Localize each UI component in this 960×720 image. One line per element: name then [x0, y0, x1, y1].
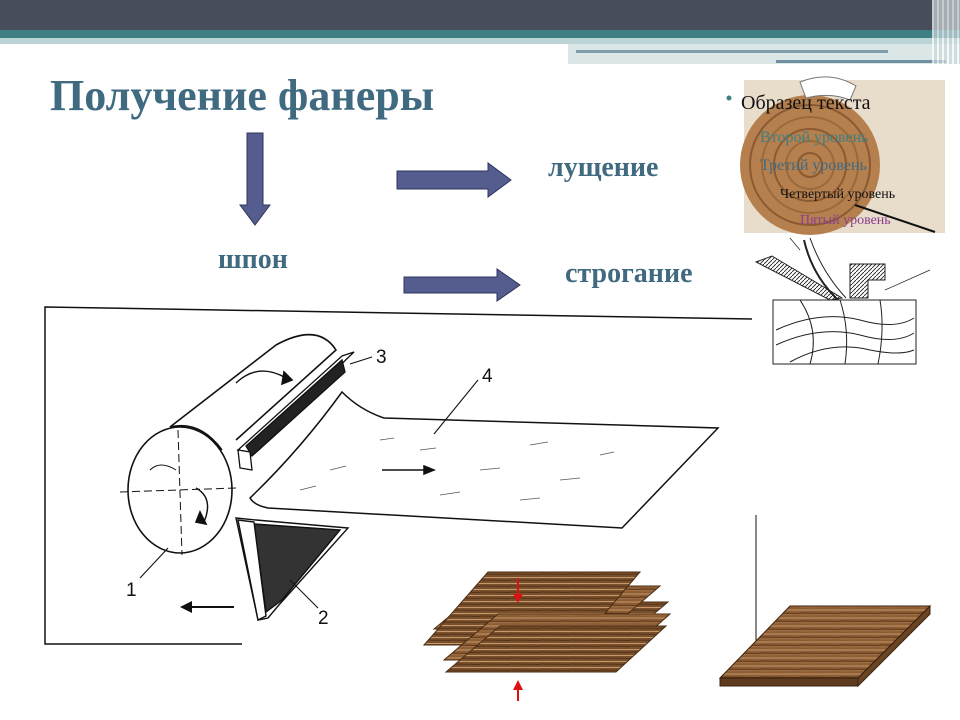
peeling-knife	[235, 517, 350, 622]
planing-schematic	[754, 237, 931, 365]
outline-level-3: Третий уровень	[760, 157, 867, 174]
slide-light-band	[0, 38, 960, 44]
pressure-bar	[236, 351, 355, 471]
diagram-number-4: 4	[482, 366, 493, 387]
peeling-diagram-frame	[44, 306, 753, 645]
press-arrow-bottom	[513, 680, 523, 701]
slide-corner-lines	[932, 0, 960, 64]
plywood-layers	[422, 571, 672, 673]
slide-title: Получение фанеры	[50, 71, 435, 120]
press-arrow-top	[513, 578, 523, 603]
leader-lines	[139, 356, 479, 609]
feed-arrow	[180, 601, 234, 613]
diagram-number-2: 2	[318, 608, 329, 629]
log-cross-section-image	[740, 76, 945, 235]
slide-right-line-2	[776, 60, 946, 63]
veneer-sheet	[249, 390, 720, 529]
label-planing: строгание	[565, 258, 693, 289]
outline-level-4: Четвертый уровень	[780, 187, 895, 202]
slide-top-bar	[0, 0, 960, 30]
bullet-dot	[726, 95, 732, 101]
diagram-number-1: 1	[126, 580, 137, 601]
label-veneer: шпон	[218, 244, 288, 275]
right-arrow-peeling	[396, 162, 512, 198]
down-arrow	[239, 132, 271, 226]
slide-right-stripe	[568, 44, 960, 64]
diagram-number-3: 3	[376, 347, 387, 368]
right-arrow-planing	[403, 268, 521, 302]
outline-level-5: Пятый уровень	[800, 213, 891, 228]
slide-teal-band	[0, 30, 960, 38]
outline-level-1: Образец текста	[741, 92, 871, 114]
label-peeling: лущение	[548, 152, 659, 183]
slide-right-line	[576, 50, 888, 53]
peeler-log	[119, 333, 338, 556]
plywood-board	[718, 604, 932, 688]
outline-level-2: Второй уровень	[760, 129, 868, 146]
